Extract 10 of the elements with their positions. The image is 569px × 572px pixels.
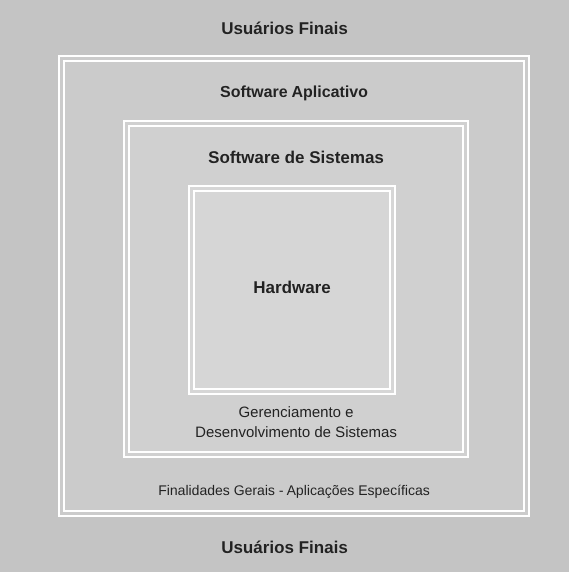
layer-title: Usuários Finais [220, 18, 349, 40]
layer-box [58, 55, 530, 517]
layer-title: Hardware [252, 277, 332, 299]
layer-description: Gerenciamento e Desenvolvimento de Sistemas [194, 402, 398, 443]
layer-description: Finalidades Gerais - Aplicações Específicas [157, 481, 431, 500]
layer-box [188, 185, 396, 395]
layer-title: Software Aplicativo [219, 83, 369, 103]
layer-box [123, 120, 469, 458]
layer-title: Software de Sistemas [207, 147, 385, 169]
layer-title: Usuários Finais [220, 537, 349, 560]
